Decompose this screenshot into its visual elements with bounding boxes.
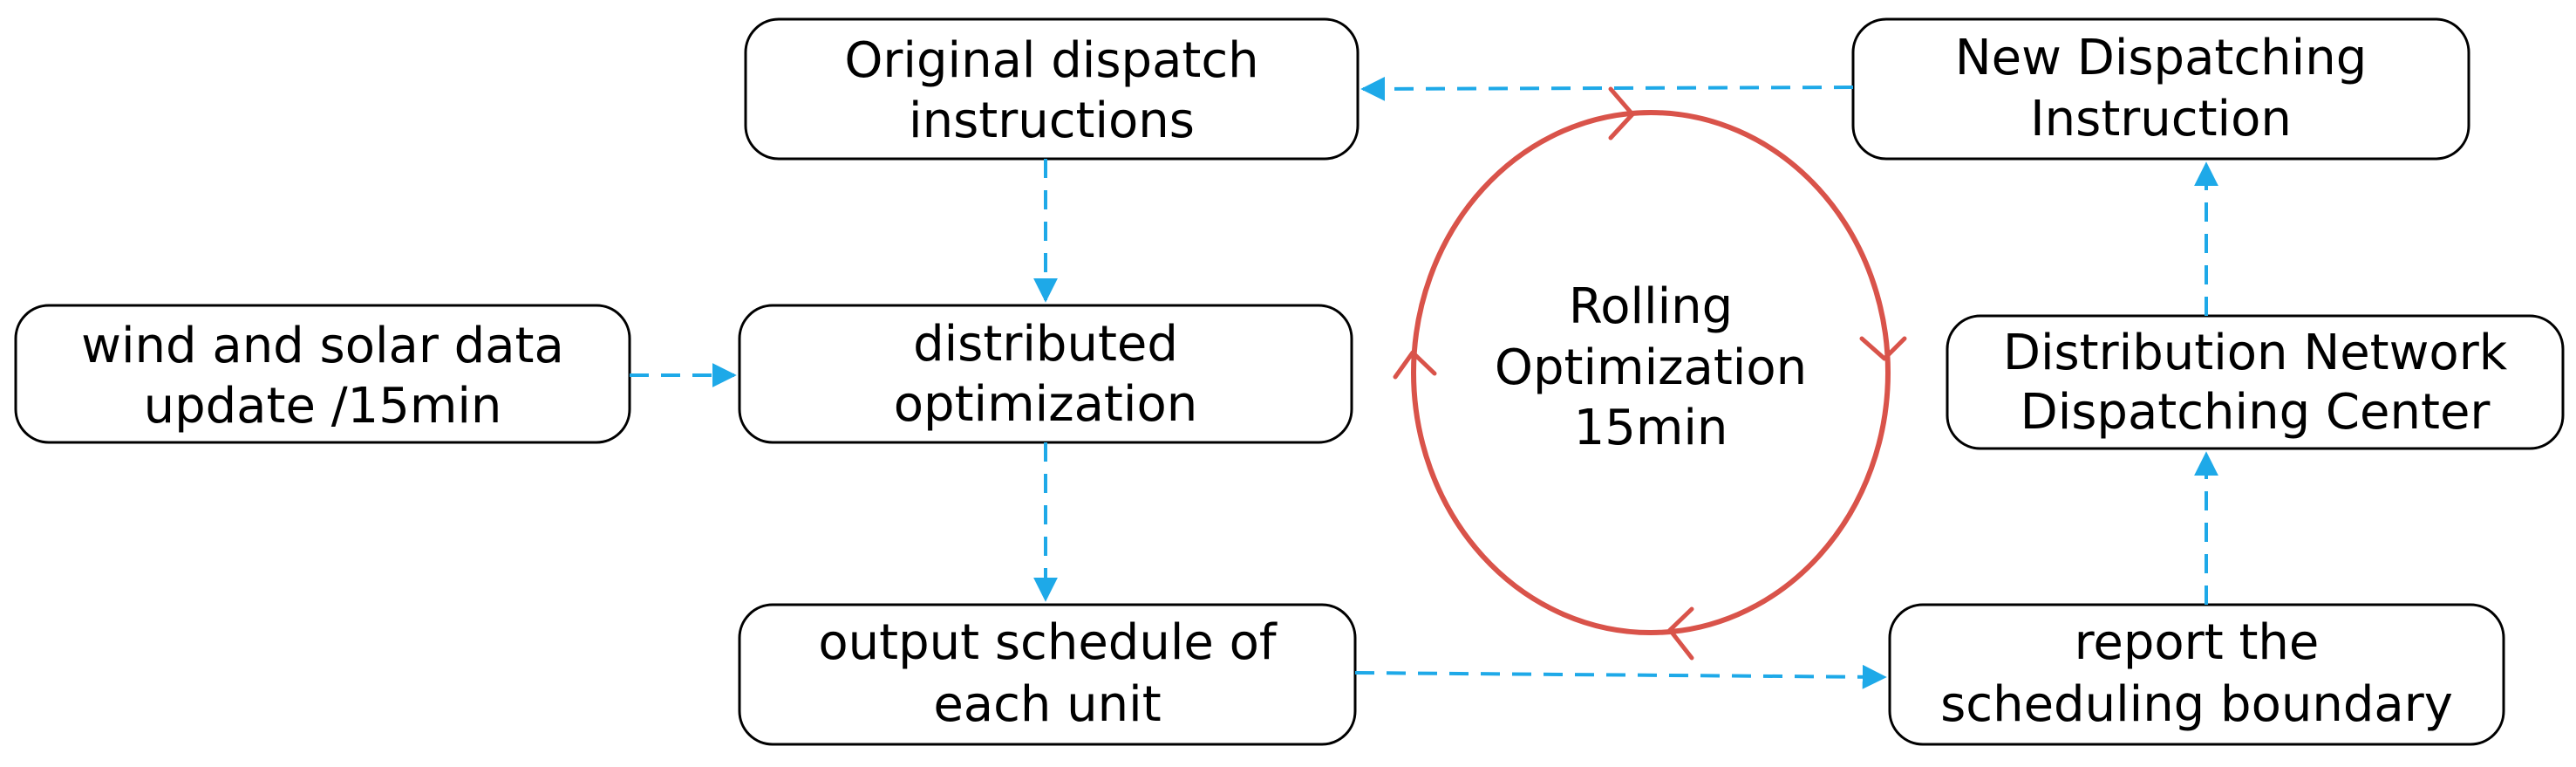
node-wind-solar-update: wind and solar data update /15min xyxy=(14,304,631,444)
node-distribution-network-dispatching-center: Distribution Network Dispatching Center xyxy=(1946,314,2565,450)
node-wind-line1: wind and solar data xyxy=(81,318,564,374)
loop-label-line3: 15min xyxy=(1574,400,1728,456)
loop-label-line2: Optimization xyxy=(1495,339,1807,396)
node-report-line2: scheduling boundary xyxy=(1940,676,2453,733)
node-center-line2: Dispatching Center xyxy=(2021,384,2491,441)
node-wind-line2: update /15min xyxy=(144,378,502,435)
node-report-scheduling-boundary: report the scheduling boundary xyxy=(1888,603,2505,746)
loop-label-line1: Rolling xyxy=(1569,278,1733,335)
loop-arrow-bottom-icon xyxy=(1667,606,1694,661)
node-distributed-line1: distributed xyxy=(913,316,1178,373)
arrow-new-to-original xyxy=(1360,76,1854,101)
loop-arrow-right-icon xyxy=(1859,336,1907,361)
node-center-line1: Distribution Network xyxy=(2003,325,2508,381)
node-original-line2: instructions xyxy=(909,92,1195,149)
rolling-optimization-loop: Rolling Optimization 15min xyxy=(1393,86,1907,661)
node-distributed-optimization: distributed optimization xyxy=(738,304,1353,444)
node-original-line1: Original dispatch xyxy=(844,32,1258,89)
node-output-line2: each unit xyxy=(933,676,1161,733)
node-new-line2: Instruction xyxy=(2030,91,2292,147)
loop-arrow-top-icon xyxy=(1608,86,1635,140)
node-report-line1: report the xyxy=(2075,614,2320,671)
node-original-dispatch-instructions: Original dispatch instructions xyxy=(744,17,1360,161)
node-new-line1: New Dispatching xyxy=(1955,30,2368,86)
node-distributed-line2: optimization xyxy=(894,376,1197,433)
arrow-output-to-report xyxy=(1354,664,1887,689)
node-output-line1: output schedule of xyxy=(818,614,1278,671)
loop-ellipse xyxy=(1411,110,1891,635)
node-new-dispatching-instruction: New Dispatching Instruction xyxy=(1851,17,2470,161)
node-output-schedule: output schedule of each unit xyxy=(738,603,1357,746)
loop-arrow-left-icon xyxy=(1393,350,1437,380)
